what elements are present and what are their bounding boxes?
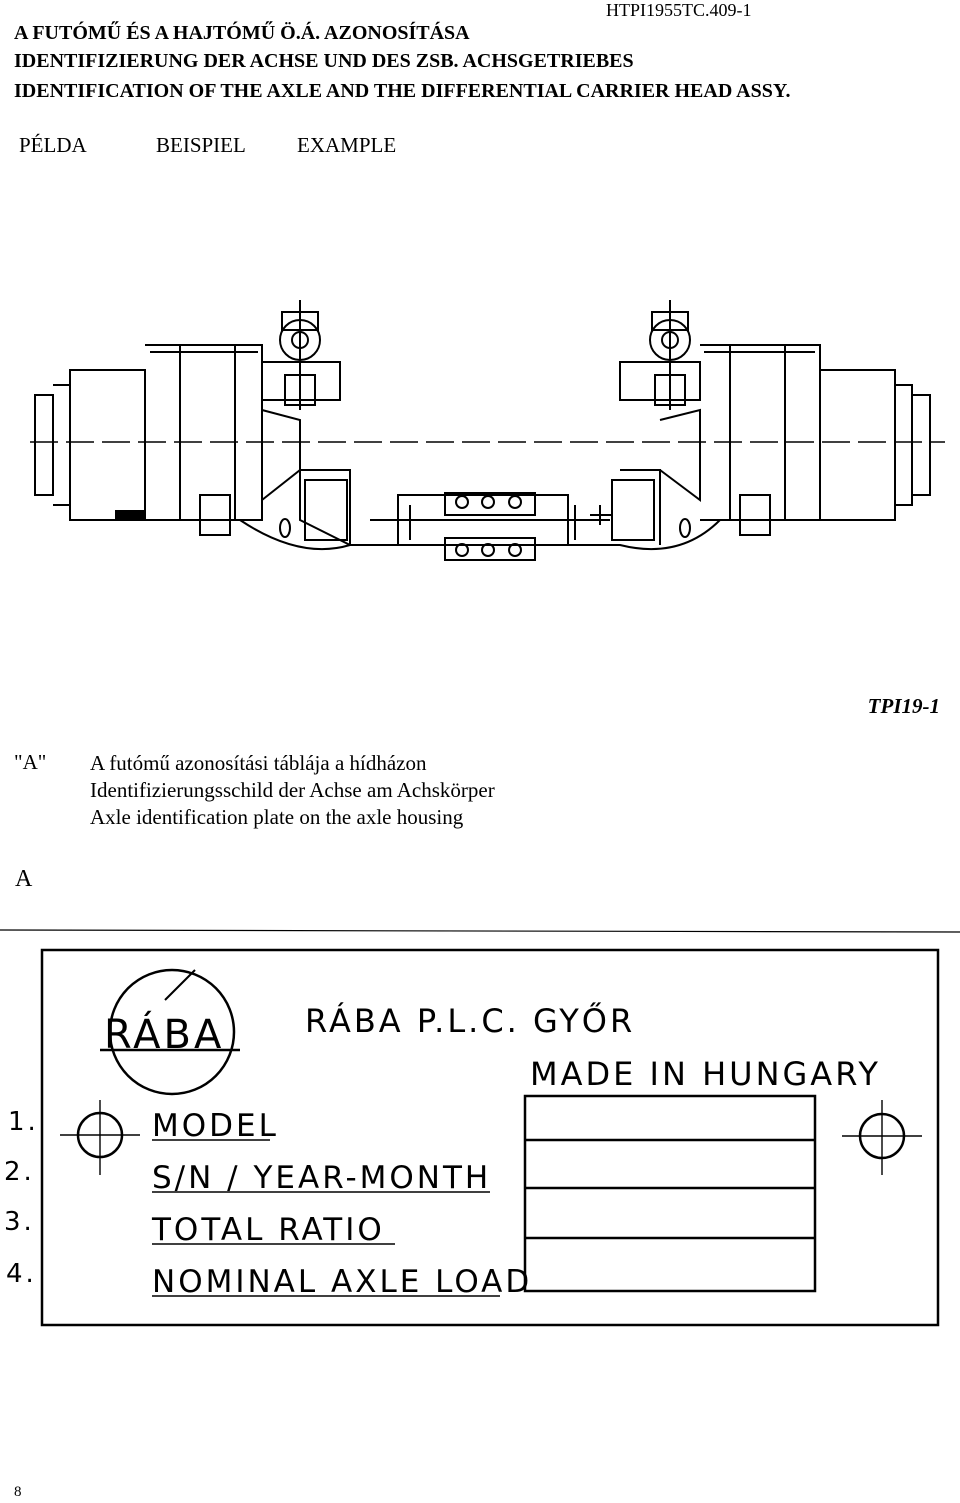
legend-line-hu: A futómű azonosítási táblája a hídházon xyxy=(90,751,427,775)
section-label: A xyxy=(15,866,33,892)
example-en: EXAMPLE xyxy=(297,133,397,157)
plate-row-2-label: S/N / YEAR-MONTH xyxy=(152,1160,491,1196)
example-de: BEISPIEL xyxy=(156,133,246,157)
plate-row-4-num: 4. xyxy=(6,1259,37,1289)
title-german: IDENTIFIZIERUNG DER ACHSE UND DES ZSB. A… xyxy=(14,50,634,72)
page-number: 8 xyxy=(14,1484,22,1500)
identification-plate: RÁBA RÁBA P.L.C. GYŐR MADE IN HUNGARY 1.… xyxy=(0,929,960,1327)
plate-row-4-label: NOMINAL AXLE LOAD xyxy=(152,1264,532,1300)
title-hungarian: A FUTÓMŰ ÉS A HAJTÓMŰ Ö.Á. AZONOSÍTÁSA xyxy=(14,22,470,44)
legend-line-de: Identifizierungsschild der Achse am Achs… xyxy=(90,778,495,802)
legend-key: "A" xyxy=(14,750,47,774)
plate-row-3-label: TOTAL RATIO xyxy=(151,1212,385,1248)
example-labels: PÉLDA BEISPIEL EXAMPLE xyxy=(19,133,396,158)
plate-row-1-num: 1. xyxy=(8,1107,39,1137)
plate-company: RÁBA P.L.C. GYŐR xyxy=(305,1001,635,1040)
document-code: HTPI1955TC.409-1 xyxy=(606,0,752,20)
legend-text: A futómű azonosítási táblája a hídházon … xyxy=(90,750,495,831)
plate-row-1-label: MODEL xyxy=(152,1108,279,1144)
plate-row-3-num: 3. xyxy=(4,1207,35,1237)
legend-line-en: Axle identification plate on the axle ho… xyxy=(90,805,464,829)
title-english: IDENTIFICATION OF THE AXLE AND THE DIFFE… xyxy=(14,80,791,102)
example-hu: PÉLDA xyxy=(19,133,87,157)
plate-made-in: MADE IN HUNGARY xyxy=(530,1055,881,1093)
plate-logo: RÁBA xyxy=(104,1010,224,1058)
figure-label: TPI19-1 xyxy=(867,694,940,718)
plate-row-2-num: 2. xyxy=(4,1157,35,1187)
axle-drawing xyxy=(30,300,945,561)
